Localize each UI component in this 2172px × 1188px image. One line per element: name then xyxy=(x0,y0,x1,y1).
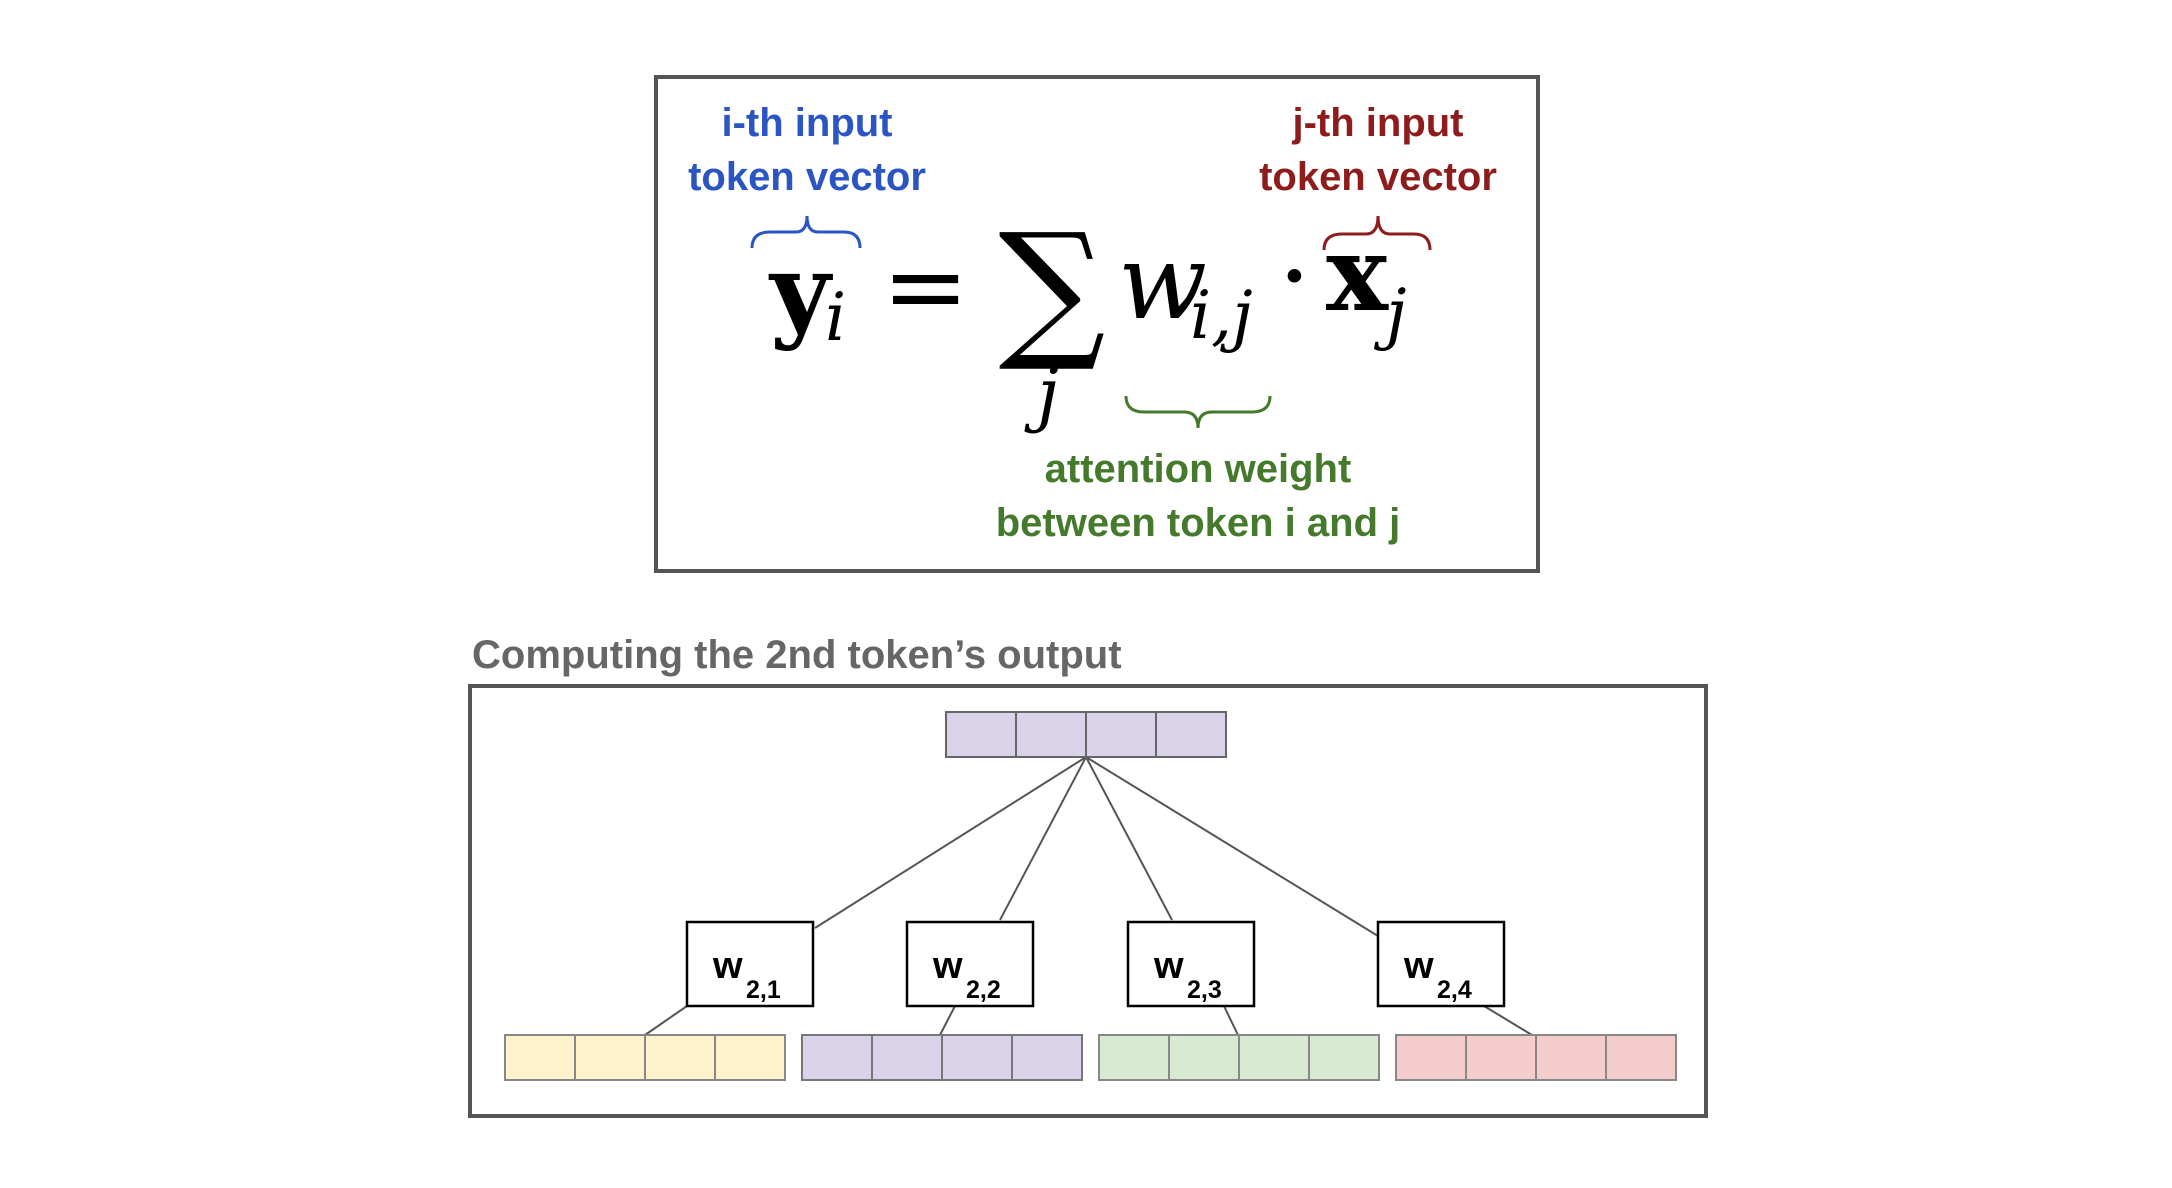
weight-box-subscript: 2,1 xyxy=(746,976,781,1004)
input-j-brace xyxy=(1322,215,1432,251)
formula-w-subscript: i,j xyxy=(1190,277,1253,354)
weight-box-symbol: w xyxy=(1403,945,1434,987)
connector-output-w24 xyxy=(1085,756,1379,937)
connector-w24-input4 xyxy=(1483,1005,1533,1036)
input-cell xyxy=(504,1034,576,1081)
weight-box-1: w 2,1 xyxy=(685,920,815,1008)
formula-equals: = xyxy=(882,225,969,347)
input-i-label-line1: i-th input xyxy=(721,101,892,145)
connector-w22-input2 xyxy=(939,1005,956,1036)
weight-box-subscript: 2,3 xyxy=(1187,976,1222,1004)
connector-output-w22 xyxy=(999,756,1087,921)
connector-lines xyxy=(644,756,1533,1036)
input-vector-3 xyxy=(1098,1034,1380,1081)
output-cell xyxy=(1155,711,1227,758)
input-cell xyxy=(714,1034,786,1081)
input-cell xyxy=(941,1034,1013,1081)
weight-box-2: w 2,2 xyxy=(905,920,1035,1008)
input-cell xyxy=(644,1034,716,1081)
input-cell xyxy=(1395,1034,1467,1081)
input-cell xyxy=(1535,1034,1607,1081)
example-title: Computing the 2nd token’s output xyxy=(472,633,1122,677)
weight-box-symbol: w xyxy=(1153,945,1184,987)
input-cell xyxy=(574,1034,646,1081)
weight-box-symbol: w xyxy=(712,945,743,987)
formula-y-symbol: y xyxy=(768,230,833,353)
input-cell xyxy=(1011,1034,1083,1081)
input-i-label-line2: token vector xyxy=(688,155,926,199)
weight-box-symbol: w xyxy=(932,945,963,987)
input-cell xyxy=(1168,1034,1240,1081)
connector-w23-input3 xyxy=(1223,1005,1239,1036)
formula-y-subscript: i xyxy=(825,279,846,356)
weight-box-subscript: 2,2 xyxy=(966,976,1001,1004)
output-cell xyxy=(945,711,1017,758)
input-cell xyxy=(1238,1034,1310,1081)
formula-dot: · xyxy=(1278,215,1311,337)
weight-box-frame xyxy=(1126,920,1256,1008)
input-cell xyxy=(1308,1034,1380,1081)
output-vector xyxy=(945,711,1227,758)
input-vector-4 xyxy=(1395,1034,1677,1081)
weight-box-frame xyxy=(905,920,1035,1008)
input-cell xyxy=(801,1034,873,1081)
weight-box-subscript: 2,4 xyxy=(1437,976,1472,1004)
input-cell xyxy=(1098,1034,1170,1081)
weight-box-4: w 2,4 xyxy=(1376,920,1506,1008)
input-vector-1 xyxy=(504,1034,786,1081)
input-cell xyxy=(1605,1034,1677,1081)
input-i-brace xyxy=(750,215,862,249)
weight-label-line2: between token i and j xyxy=(996,501,1401,545)
output-cell xyxy=(1085,711,1157,758)
formula-x-symbol: x xyxy=(1326,212,1389,335)
input-j-label-line1: j-th input xyxy=(1291,101,1463,145)
connector-output-w23 xyxy=(1085,756,1173,921)
input-j-label-line2: token vector xyxy=(1259,155,1497,199)
connector-w21-input1 xyxy=(644,1005,688,1036)
input-cell xyxy=(1465,1034,1537,1081)
weight-box-3: w 2,3 xyxy=(1126,920,1256,1008)
formula-frame xyxy=(654,75,1540,573)
weight-label-line1: attention weight xyxy=(1045,447,1352,491)
input-vector-2 xyxy=(801,1034,1083,1081)
output-cell xyxy=(1015,711,1087,758)
formula-w-symbol: w xyxy=(1118,221,1207,343)
weight-box-frame xyxy=(685,920,815,1008)
formula-sigma: ∑ xyxy=(998,202,1105,376)
connector-output-w21 xyxy=(814,756,1087,929)
weight-box-frame xyxy=(1376,920,1506,1008)
input-cell xyxy=(871,1034,943,1081)
weight-brace xyxy=(1124,395,1272,429)
